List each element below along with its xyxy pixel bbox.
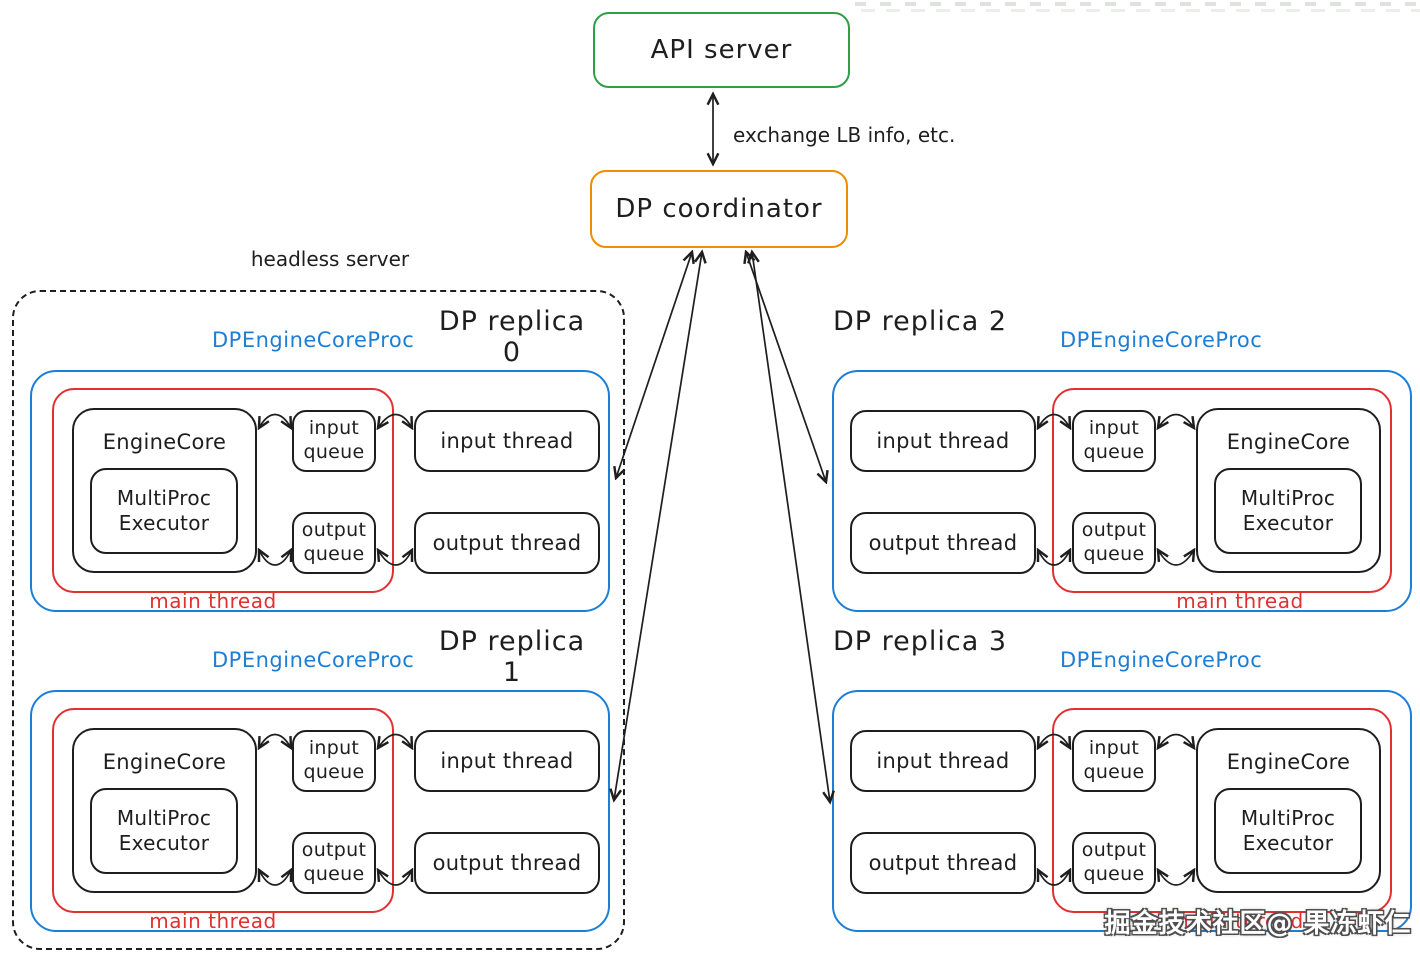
replica2-output-queue-box: output queue	[1072, 512, 1156, 574]
exchange-info-label: exchange LB info, etc.	[733, 123, 956, 147]
replica3-main-thread-label: main thread	[1176, 909, 1304, 933]
replica2-proc-label: DPEngineCoreProc	[1060, 328, 1263, 352]
replica1-main-thread-box	[52, 708, 394, 913]
replica0-multiproc-executor-box: MultiProc Executor	[90, 468, 238, 554]
replica0-input-thread-box: input thread	[414, 410, 600, 472]
replica1-title: DP replica 1	[438, 626, 586, 689]
replica1-input-queue-box: input queue	[292, 730, 376, 792]
replica3-input-queue-box: input queue	[1072, 730, 1156, 792]
replica3-main-thread-box	[1052, 708, 1392, 913]
replica2-main-thread-label: main thread	[1176, 589, 1304, 613]
replica3-title: DP replica 3	[832, 626, 1008, 657]
replica2-main-thread-box	[1052, 388, 1392, 593]
replica1-multiproc-executor-box: MultiProc Executor	[90, 788, 238, 874]
replica3-output-queue-box: output queue	[1072, 832, 1156, 894]
replica1-proc-label: DPEngineCoreProc	[212, 648, 415, 672]
replica0-output-queue-box: output queue	[292, 512, 376, 574]
replica2-title: DP replica 2	[832, 306, 1008, 337]
replica0-title: DP replica 0	[438, 306, 586, 369]
replica0-input-queue-box: input queue	[292, 410, 376, 472]
replica0-proc-box	[30, 370, 610, 612]
arrow-coordinator-replica2	[746, 252, 826, 482]
replica2-output-thread-box: output thread	[850, 512, 1036, 574]
replica3-output-thread-box: output thread	[850, 832, 1036, 894]
api-server-label: API server	[650, 35, 793, 65]
top-edge-artifact	[855, 2, 1420, 13]
arrow-coordinator-replica3	[752, 252, 830, 802]
replica2-input-queue-box: input queue	[1072, 410, 1156, 472]
replica2-enginecore-box: EngineCore	[1196, 408, 1381, 573]
replica1-main-thread-label: main thread	[149, 909, 277, 933]
watermark: 掘金技术社区@ 果冻虾仁	[1104, 909, 1412, 939]
replica0-enginecore-label: EngineCore	[102, 430, 227, 454]
arrow-coordinator-replica1	[614, 252, 702, 800]
replica1-output-thread-box: output thread	[414, 832, 600, 894]
replica3-multiproc-executor-box: MultiProc Executor	[1214, 788, 1362, 874]
replica1-input-thread-box: input thread	[414, 730, 600, 792]
dp-coordinator-label: DP coordinator	[615, 194, 823, 224]
replica3-proc-label: DPEngineCoreProc	[1060, 648, 1263, 672]
replica0-proc-label: DPEngineCoreProc	[212, 328, 415, 352]
replica1-output-queue-box: output queue	[292, 832, 376, 894]
arrow-coordinator-replica0	[616, 252, 692, 478]
replica0-main-thread-label: main thread	[149, 589, 277, 613]
replica3-input-thread-box: input thread	[850, 730, 1036, 792]
api-server-box: API server	[593, 12, 850, 88]
replica2-input-thread-box: input thread	[850, 410, 1036, 472]
replica1-enginecore-box: EngineCore	[72, 728, 257, 893]
replica3-proc-box	[832, 690, 1412, 932]
replica2-multiproc-executor-box: MultiProc Executor	[1214, 468, 1362, 554]
replica1-enginecore-label: EngineCore	[102, 750, 227, 774]
replica0-main-thread-box	[52, 388, 394, 593]
replica3-enginecore-label: EngineCore	[1226, 750, 1351, 774]
replica0-enginecore-box: EngineCore	[72, 408, 257, 573]
replica1-proc-box	[30, 690, 610, 932]
dp-coordinator-box: DP coordinator	[590, 170, 848, 248]
replica2-enginecore-label: EngineCore	[1226, 430, 1351, 454]
replica0-output-thread-box: output thread	[414, 512, 600, 574]
headless-server-label: headless server	[250, 247, 410, 271]
replica3-enginecore-box: EngineCore	[1196, 728, 1381, 893]
